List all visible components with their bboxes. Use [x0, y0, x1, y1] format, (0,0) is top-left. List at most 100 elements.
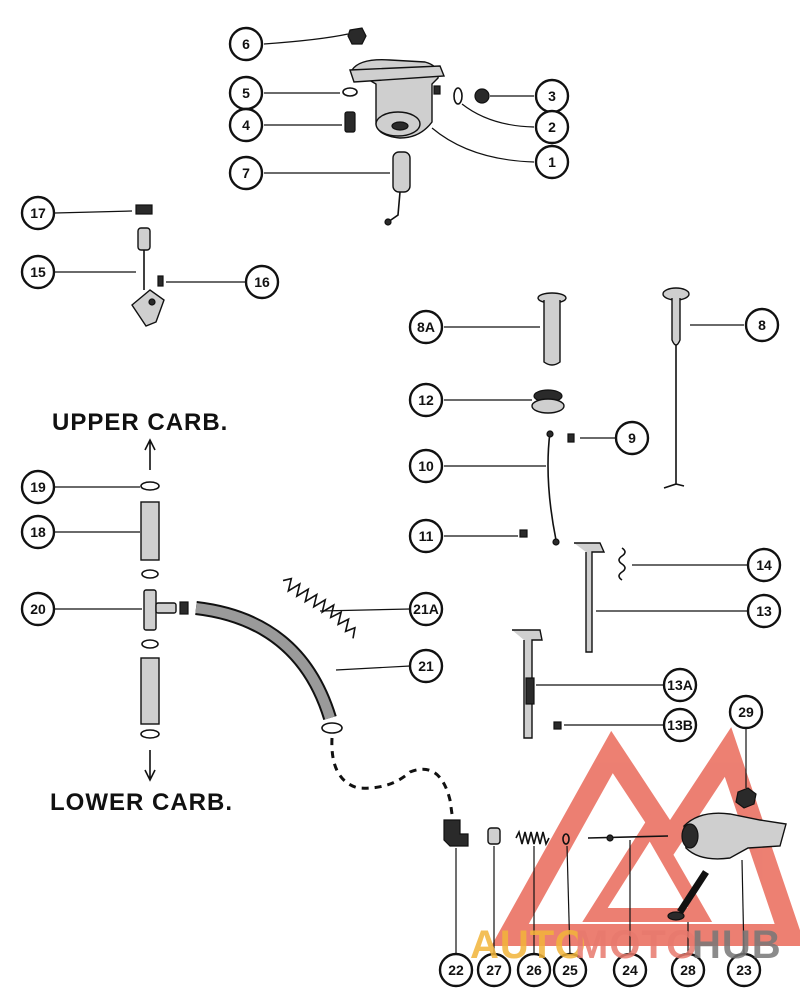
- svg-text:11: 11: [419, 528, 434, 544]
- callout-29: 29: [728, 694, 764, 730]
- clamp-lower: [141, 639, 159, 649]
- solenoid-flange: [349, 65, 446, 83]
- callout-8: 8: [744, 307, 780, 343]
- svg-text:27: 27: [486, 962, 502, 978]
- svg-text:12: 12: [418, 392, 434, 408]
- callout-10: 10: [408, 448, 444, 484]
- callout-14: 14: [746, 547, 782, 583]
- hose-part-21: [195, 603, 335, 720]
- solenoid-bore: [391, 121, 409, 131]
- svg-text:13A: 13A: [667, 677, 693, 693]
- nut-part-3: [474, 88, 490, 104]
- sleeve-part-8a: [543, 300, 561, 366]
- callout-9: 9: [614, 420, 650, 456]
- plunger-part-7: [392, 151, 411, 193]
- svg-text:24: 24: [622, 962, 638, 978]
- leader-23: [741, 859, 745, 956]
- bracket-part-13: [574, 542, 606, 653]
- clamp-bottom: [140, 729, 160, 739]
- leader-21a: [319, 608, 411, 612]
- callout-26: 26: [516, 952, 552, 988]
- svg-text:6: 6: [242, 36, 250, 52]
- cable-end-bottom: [552, 538, 560, 546]
- callout-21: 21: [408, 648, 444, 684]
- choke-link-assembly: [131, 204, 165, 327]
- watermark-text-moto: MOTO: [575, 923, 698, 967]
- callout-7: 7: [228, 155, 264, 191]
- solenoid-terminal: [433, 85, 441, 95]
- leader-1: [431, 127, 535, 163]
- choke-rod-part-8: [663, 345, 685, 489]
- arrow-down-icon: [144, 750, 156, 782]
- svg-text:20: 20: [30, 601, 46, 617]
- leader-17: [54, 210, 133, 214]
- watermark-wordmark: AUTO MOTO HUB: [470, 923, 782, 967]
- lever-hole: [148, 298, 156, 306]
- svg-text:16: 16: [254, 274, 270, 290]
- svg-text:28: 28: [680, 962, 696, 978]
- nut-part-6: [347, 27, 367, 45]
- callout-28: 28: [670, 952, 706, 988]
- callout-25: 25: [552, 952, 588, 988]
- screw-part-11: [519, 529, 528, 538]
- callout-8a: 8A: [408, 309, 444, 345]
- svg-text:22: 22: [448, 962, 464, 978]
- cable-end-top: [546, 430, 554, 438]
- callout-18: 18: [20, 514, 56, 550]
- screw-part-9: [567, 433, 575, 443]
- svg-text:5: 5: [242, 85, 250, 101]
- fitting-part-22: [443, 819, 469, 847]
- watermark-text-hub: HUB: [692, 923, 782, 967]
- svg-text:25: 25: [562, 962, 578, 978]
- bushing-part-27: [487, 827, 501, 845]
- spring-part-26: [515, 829, 550, 847]
- tee-nipple: [179, 601, 189, 615]
- fuel-route-dashed: [330, 737, 454, 815]
- svg-text:9: 9: [628, 430, 636, 446]
- oring-part-25: [562, 833, 570, 845]
- needle-collar: [606, 834, 614, 842]
- watermark-inner-triangle: [582, 814, 713, 922]
- choke-knob-assembly: [512, 287, 690, 739]
- leader-25: [566, 845, 571, 956]
- svg-text:3: 3: [548, 88, 556, 104]
- tee-fitting-part-20: [143, 589, 157, 631]
- callout-21a: 21A: [408, 591, 444, 627]
- arrow-up-icon: [144, 438, 156, 470]
- svg-text:21A: 21A: [413, 601, 439, 617]
- nut-part-29: [735, 787, 757, 809]
- svg-text:15: 15: [30, 264, 46, 280]
- needle-part-24: [587, 835, 669, 839]
- callout-13: 13: [746, 593, 782, 629]
- callout-24: 24: [612, 952, 648, 988]
- leader-21: [335, 665, 411, 671]
- svg-text:8: 8: [758, 317, 766, 333]
- svg-text:10: 10: [418, 458, 434, 474]
- callout-5: 5: [228, 75, 264, 111]
- screw-part-16: [157, 275, 164, 287]
- hose-clamp: [321, 722, 343, 734]
- hose-lower: [140, 657, 160, 725]
- spring-part-14: [618, 547, 626, 581]
- callout-12: 12: [408, 382, 444, 418]
- svg-text:21: 21: [418, 658, 434, 674]
- callout-17: 17: [20, 195, 56, 231]
- svg-text:4: 4: [242, 117, 250, 133]
- bushing-part-12: [531, 398, 565, 414]
- bolt-head-28: [667, 911, 685, 921]
- watermark-text-auto: AUTO: [470, 923, 587, 967]
- upper-carb-label: UPPER CARB.: [52, 409, 228, 436]
- valve-body-part-23: [683, 812, 787, 860]
- svg-text:19: 19: [30, 479, 46, 495]
- callout-16: 16: [244, 264, 280, 300]
- spring-part-21a: [282, 577, 356, 639]
- svg-text:13B: 13B: [667, 717, 693, 733]
- screw-part-4: [344, 111, 356, 133]
- washer-part-5: [342, 87, 358, 97]
- leader-6: [263, 33, 349, 45]
- callout-4: 4: [228, 107, 264, 143]
- callout-20: 20: [20, 591, 56, 627]
- lever-part-15: [131, 289, 165, 327]
